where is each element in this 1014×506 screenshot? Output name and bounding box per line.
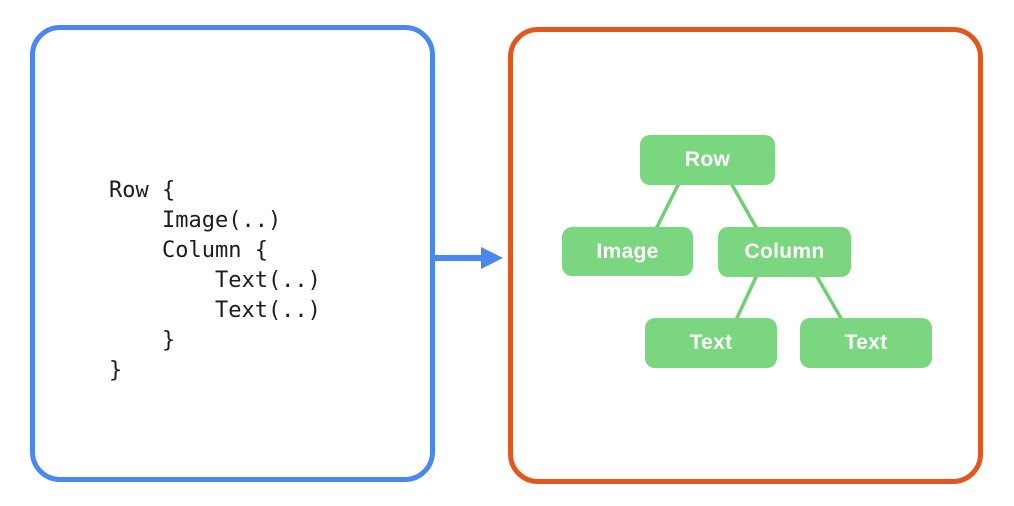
edge-row-image — [654, 181, 681, 231]
edge-column-text1 — [734, 273, 759, 322]
tree-node-image: Image — [562, 227, 693, 276]
tree-node-text-2: Text — [800, 318, 932, 368]
edge-column-text2 — [814, 273, 844, 322]
tree-edges — [654, 181, 844, 322]
ui-tree-panel: Row Image Column Text Text — [508, 27, 983, 484]
arrow-head — [481, 247, 503, 269]
tree-node-column: Column — [718, 227, 851, 277]
code-panel: Row { Image(..) Column { Text(..) Text(.… — [30, 25, 435, 482]
tree-node-text-1: Text — [645, 318, 777, 368]
edge-row-column — [729, 181, 759, 231]
code-snippet: Row { Image(..) Column { Text(..) Text(.… — [109, 178, 321, 383]
arrow-right-icon — [435, 247, 503, 269]
tree-node-row: Row — [640, 135, 775, 185]
